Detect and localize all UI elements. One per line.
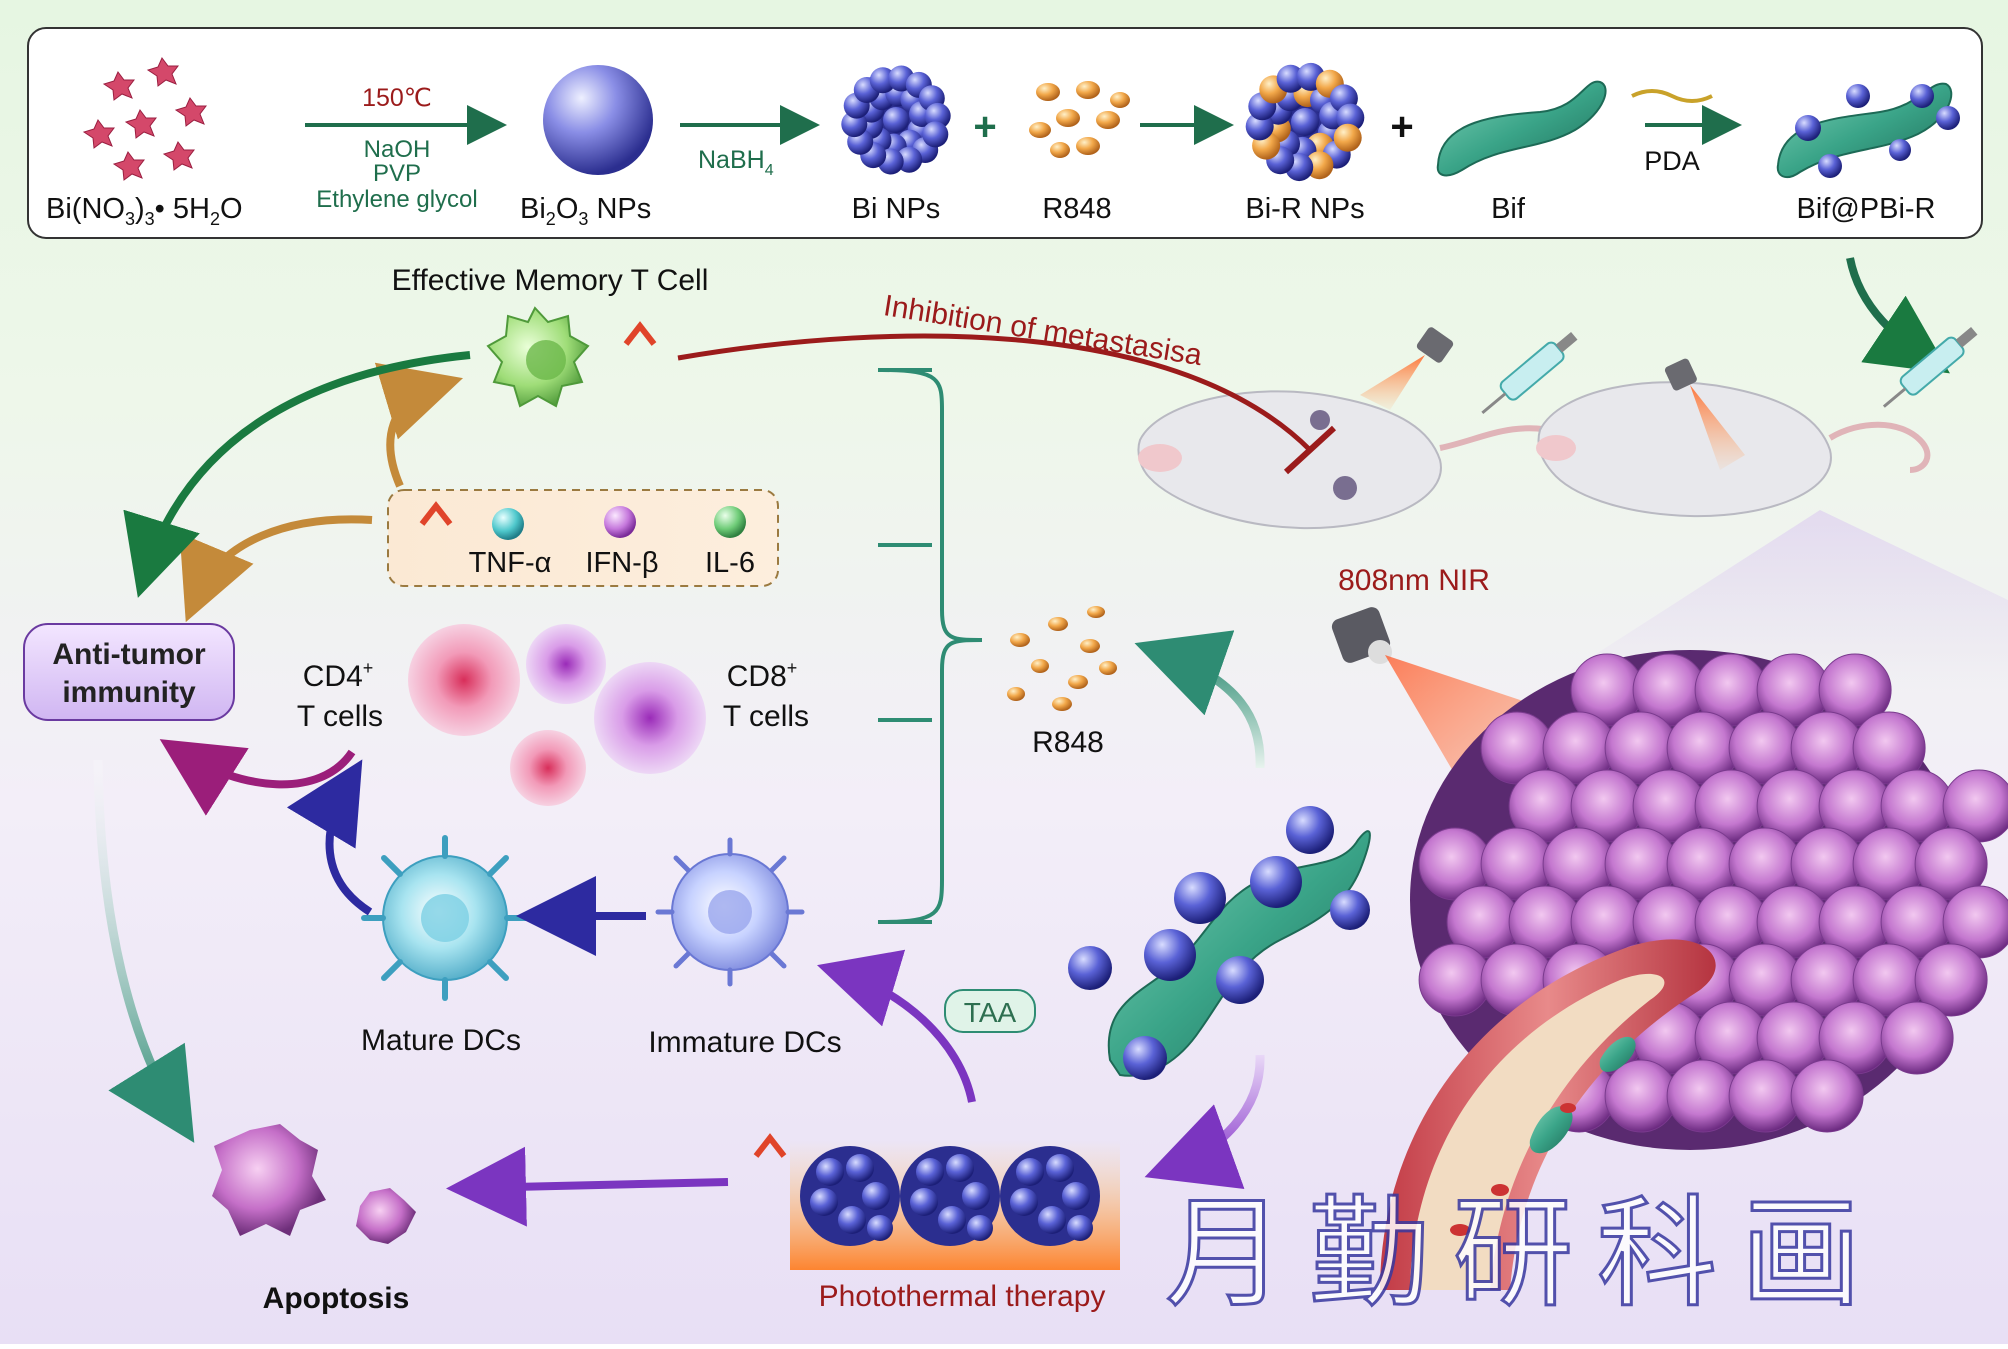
t-cells-group xyxy=(408,624,706,806)
laser-head-1-icon xyxy=(1416,327,1454,363)
mature-dcs-label: Mature DCs xyxy=(361,1024,521,1057)
cd8-label: CD8+ xyxy=(727,658,798,693)
precursor-label: Bi(NO3)3• 5H2O xyxy=(46,193,243,229)
bif-pbi-r-large-icon xyxy=(1068,806,1371,1080)
memory-up-arrow-head xyxy=(623,321,657,346)
synthesis-frame xyxy=(27,27,1983,239)
apoptotic-cells-icon xyxy=(212,1124,416,1244)
pda-strand-icon xyxy=(1631,89,1713,103)
cytokine-to-memory-arrow xyxy=(374,362,463,488)
anti-tumor-label-1: Anti-tumor xyxy=(52,638,206,671)
r848-label-top: R848 xyxy=(1042,193,1111,225)
treated-mice-illustration xyxy=(1137,326,1978,530)
ethylene-glycol-label: Ethylene glycol xyxy=(316,186,477,213)
il6-sphere-icon xyxy=(714,506,746,538)
blood-vessel-inner xyxy=(1410,973,1665,1290)
ifn-beta-label: IFN-β xyxy=(585,547,658,579)
antitumor-to-apoptosis-arrow xyxy=(93,759,195,1143)
plus-sign-2: + xyxy=(1390,105,1413,149)
syringe-1-icon xyxy=(1481,331,1578,415)
t-cell-small-purple-icon xyxy=(526,624,606,704)
mouse-1-body xyxy=(1137,390,1442,530)
nir-label: 808nm NIR xyxy=(1338,564,1490,597)
anti-tumor-box xyxy=(23,623,235,721)
mature-to-tcells-arrow xyxy=(286,759,373,916)
immature-dc-icon xyxy=(655,837,805,987)
memory-t-cell-icon xyxy=(486,306,590,408)
pda-label: PDA xyxy=(1644,146,1700,176)
tnf-alpha-label: TNF-α xyxy=(469,547,552,579)
ptt-to-apoptosis-arrow xyxy=(446,1146,729,1227)
taa-label: TAA xyxy=(964,997,1017,1028)
bi-nps-cluster-icon xyxy=(841,65,951,175)
cytokine-box xyxy=(387,489,779,587)
bif-pbi-r-product-icon xyxy=(1776,82,1960,179)
mouse-2-body xyxy=(1537,381,1832,518)
mouse-1-nose xyxy=(1138,444,1182,472)
apoptosis-label: Apoptosis xyxy=(263,1282,410,1315)
laser-head-2-icon xyxy=(1664,358,1697,391)
photothermal-clusters-icon xyxy=(790,1140,1120,1270)
il6-label: IL-6 xyxy=(705,547,755,579)
bif-bacterium-icon xyxy=(1436,80,1607,177)
mature-dc-icon xyxy=(361,835,529,1001)
nir-laser-icon xyxy=(1331,607,1392,664)
metastasis-label: Inhibition of metastasisa xyxy=(881,289,1204,372)
mouse-1-tumor-spot xyxy=(1310,410,1330,430)
product-label: Bif@PBi-R xyxy=(1796,193,1935,225)
bi-r-nps-label: Bi-R NPs xyxy=(1245,193,1364,225)
cytokine-up-arrow-head xyxy=(419,501,453,526)
mouse-1-tumor-spot-2 xyxy=(1333,476,1357,500)
anti-tumor-label-2: immunity xyxy=(62,676,196,709)
bi-nps-label: Bi NPs xyxy=(852,193,941,225)
bi2o3-label: Bi2O3 NPs xyxy=(520,193,651,229)
laser-beam-2 xyxy=(1690,385,1745,470)
t-cell-small-pink-icon xyxy=(510,730,586,806)
cd8-t-cell-icon xyxy=(594,662,706,774)
laser-beam-1 xyxy=(1360,355,1425,410)
memory-to-antitumor-arrow xyxy=(123,351,471,598)
ifn-beta-sphere-icon xyxy=(604,506,636,538)
temperature-label: 150℃ xyxy=(362,84,432,112)
cd4-t-cell-icon xyxy=(408,624,520,736)
zoom-cone xyxy=(1540,510,2008,690)
syringe-2-icon xyxy=(1882,326,1978,408)
bif-label: Bif xyxy=(1491,193,1526,225)
r848-particles-mid-icon xyxy=(1007,606,1117,711)
bi-r-nps-cluster-icon xyxy=(1245,62,1365,182)
ptt-up-arrow-head xyxy=(753,1133,787,1158)
cd8-t-cells-label: T cells xyxy=(723,700,809,733)
watermark: 月勤研科画 xyxy=(1165,1187,1885,1321)
product-to-mouse-arrow xyxy=(1846,257,1950,374)
memory-t-cell-label: Effective Memory T Cell xyxy=(392,264,709,297)
immature-dcs-label: Immature DCs xyxy=(648,1026,841,1059)
tnf-alpha-sphere-icon xyxy=(492,508,524,540)
ptt-label: Photothermal therapy xyxy=(819,1280,1106,1313)
precursor-crystals-icon xyxy=(82,57,207,181)
ptt-to-immature-arrow xyxy=(817,949,976,1103)
bif-to-ptt-arrow xyxy=(1144,1054,1265,1189)
nabh4-label: NaBH4 xyxy=(698,146,774,179)
pvp-label: PVP xyxy=(373,160,421,187)
cytokine-to-antitumor-arrow xyxy=(179,515,373,623)
bif-to-r848-arrow xyxy=(1134,630,1265,769)
r848-particles-icon xyxy=(1029,81,1130,158)
r848-bracket xyxy=(878,368,983,924)
bi2o3-sphere-icon xyxy=(543,65,653,175)
naoh-label: NaOH xyxy=(364,136,431,163)
synthesis-panel: Bi(NO3)3• 5H2O 150℃ NaOH PVP Ethylene gl… xyxy=(27,27,1983,239)
inhibition-bar xyxy=(1283,425,1337,475)
mouse-2-nose xyxy=(1536,435,1576,461)
inhibition-line xyxy=(677,333,1312,452)
taa-badge xyxy=(944,989,1036,1033)
mouse-2-tail xyxy=(1828,421,1931,473)
vessel-bif-icons xyxy=(1450,1036,1636,1236)
cd4-label: CD4+ xyxy=(303,658,374,693)
r848-label-mid: R848 xyxy=(1032,726,1104,759)
plus-sign-1: + xyxy=(973,105,996,149)
cd4-t-cells-label: T cells xyxy=(297,700,383,733)
tcells-to-antitumor-arrow xyxy=(159,739,356,816)
